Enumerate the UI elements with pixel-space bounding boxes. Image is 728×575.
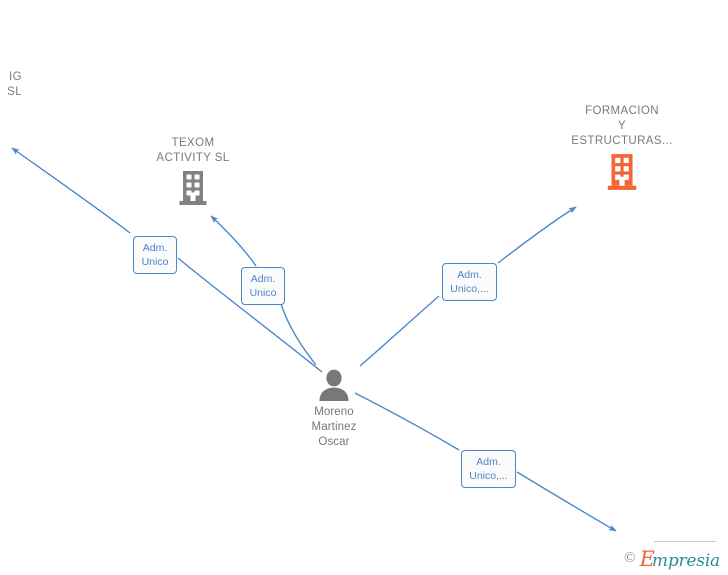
edge-label-adm-unico-3[interactable]: Adm. Unico,...: [442, 263, 497, 301]
node-formacion-y-estructuras[interactable]: FORMACION Y ESTRUCTURAS...: [546, 104, 698, 192]
brand-name: mpresia: [651, 551, 720, 571]
edge-label-adm-unico-1[interactable]: Adm. Unico: [133, 236, 177, 274]
node-moreno-martinez-oscar[interactable]: Moreno Martinez Oscar: [284, 366, 384, 450]
node-label-formacion: FORMACION Y ESTRUCTURAS...: [571, 105, 673, 147]
node-label-clipped-company: IG SL: [7, 71, 22, 98]
edge-texom[interactable]: [210, 215, 317, 366]
building-icon: [179, 171, 207, 205]
node-label-texom: TEXOM ACTIVITY SL: [156, 137, 230, 164]
watermark-divider: [654, 541, 716, 542]
person-icon: [319, 369, 349, 401]
brand-initial: E: [639, 547, 655, 571]
edge-formacion[interactable]: [359, 206, 577, 367]
edge-lower-right[interactable]: [354, 392, 617, 532]
empresia-watermark: © E mpresia: [624, 547, 720, 571]
node-texom-activity-sl[interactable]: TEXOM ACTIVITY SL: [133, 136, 253, 207]
edge-upper-left[interactable]: [11, 147, 323, 373]
edge-label-adm-unico-4[interactable]: Adm. Unico,...: [461, 450, 516, 488]
copyright-icon: ©: [624, 550, 636, 566]
edge-label-adm-unico-2[interactable]: Adm. Unico: [241, 267, 285, 305]
node-label-person: Moreno Martinez Oscar: [311, 406, 357, 448]
building-icon: [607, 154, 637, 190]
